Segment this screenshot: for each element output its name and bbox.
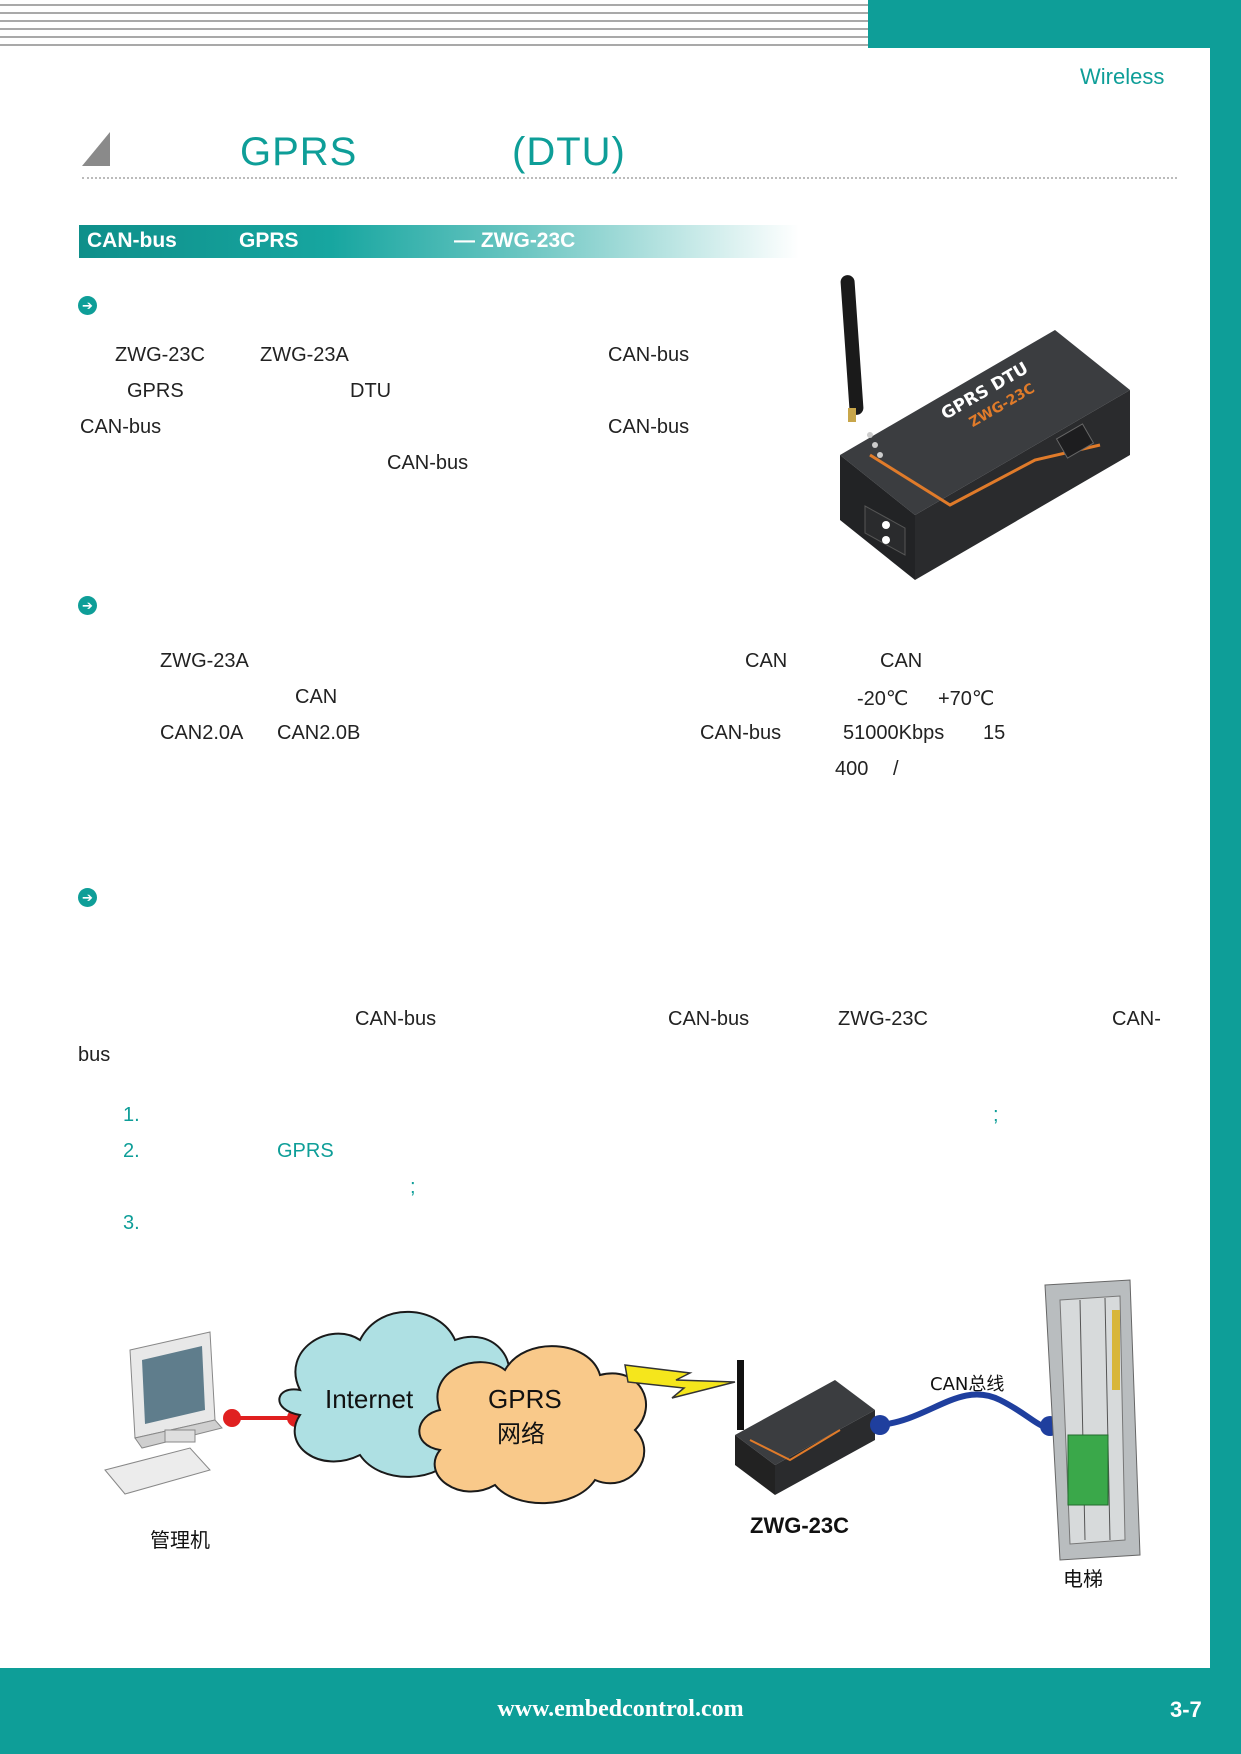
gprs-label: GPRS	[488, 1384, 562, 1414]
intro-word: DTU	[350, 380, 392, 402]
feature-word: -20℃	[857, 688, 909, 710]
right-teal-bar	[1210, 48, 1241, 1668]
footer-bar	[0, 1668, 1241, 1754]
feature-word: CAN-bus	[700, 722, 782, 744]
arrow-bullet-icon: ➔	[78, 888, 97, 907]
header-teal-block	[868, 0, 1241, 48]
list-punct: ;	[410, 1176, 416, 1198]
system-diagram: Internet GPRS 网络 CAN总线 ZWG-23C 管理机 电梯	[104, 1279, 1141, 1591]
feature-word: CAN2.0A	[160, 722, 244, 744]
intro-word: ZWG-23A	[260, 344, 349, 366]
product-band: CAN-bus GPRS — ZWG-23C	[79, 225, 799, 258]
section-label: Wireless	[1080, 64, 1165, 89]
band-gprs: GPRS	[239, 229, 299, 252]
footer-url: www.embedcontrol.com	[497, 1696, 744, 1722]
device-photo: GPRS DTU ZWG-23C	[840, 275, 1130, 580]
intro-word: CAN-bus	[608, 344, 690, 366]
application-word: ZWG-23C	[838, 1008, 928, 1030]
feature-word: 400	[835, 758, 869, 780]
application-word: CAN-bus	[668, 1008, 750, 1030]
feature-word: CAN	[880, 650, 923, 672]
internet-label: Internet	[325, 1384, 414, 1414]
wireless-signal-icon	[624, 1364, 736, 1399]
antenna-icon	[840, 275, 864, 415]
can-bus-label: CAN总线	[930, 1374, 1004, 1395]
title-divider	[82, 177, 1177, 179]
intro-word: CAN-bus	[387, 452, 469, 474]
feature-word: CAN2.0B	[277, 722, 361, 744]
feature-word: CAN	[745, 650, 788, 672]
band-model: — ZWG-23C	[454, 229, 576, 252]
page-number: 3-7	[1170, 1697, 1202, 1722]
gprs-cn-label: 网络	[497, 1420, 545, 1448]
device-model-caption: ZWG-23C	[750, 1513, 849, 1538]
arrow-bullet-icon: ➔	[78, 596, 97, 615]
application-word: bus	[78, 1044, 111, 1066]
page-title-part-b: (DTU)	[512, 130, 626, 174]
pc-label: 管理机	[150, 1528, 210, 1552]
list-number: 2.	[123, 1140, 140, 1162]
application-word: CAN-bus	[355, 1008, 437, 1030]
band-canbus: CAN-bus	[87, 229, 177, 252]
dtu-device-icon	[735, 1360, 875, 1495]
intro-word: GPRS	[127, 380, 184, 402]
feature-word: CAN	[295, 686, 338, 708]
feature-word: ZWG-23A	[160, 650, 249, 672]
gprs-cloud	[418, 1345, 647, 1505]
title-triangle-icon	[82, 132, 110, 166]
feature-word: 15	[983, 722, 1006, 744]
list-punct: ;	[993, 1104, 999, 1126]
intro-word: CAN-bus	[608, 416, 690, 438]
application-word: CAN-	[1112, 1008, 1161, 1030]
elevator-icon	[1044, 1279, 1141, 1561]
list-number: 1.	[123, 1104, 140, 1126]
feature-word: +70℃	[938, 688, 995, 710]
header-rules	[0, 0, 1090, 52]
computer-icon	[104, 1331, 223, 1495]
list-number: 3.	[123, 1212, 140, 1234]
can-cable	[879, 1391, 1052, 1430]
intro-word: CAN-bus	[80, 416, 162, 438]
feature-word: /	[893, 758, 899, 780]
page-title-part-a: GPRS	[240, 130, 358, 174]
intro-word: ZWG-23C	[115, 344, 205, 366]
arrow-bullet-icon: ➔	[78, 296, 97, 315]
feature-word: 51000Kbps	[843, 722, 945, 744]
elevator-label: 电梯	[1063, 1567, 1103, 1591]
list-word: GPRS	[277, 1140, 334, 1162]
